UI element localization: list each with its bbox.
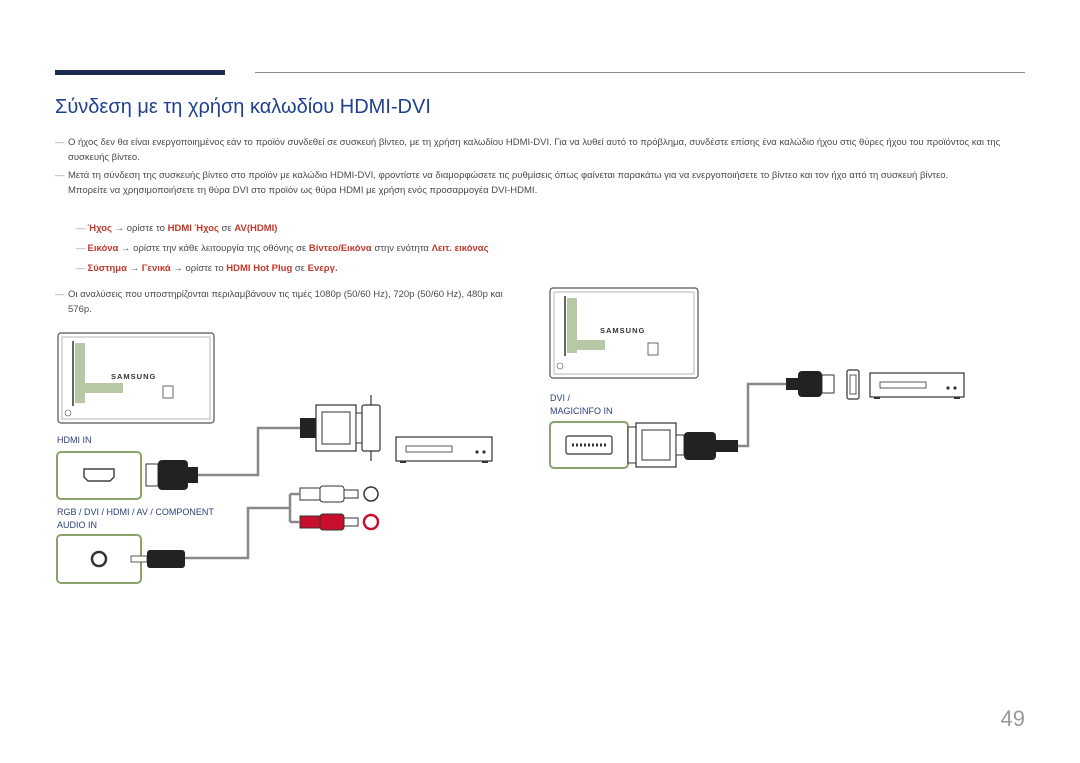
dvi-hdmi-cable: [738, 382, 786, 448]
audio-jack-plug: [130, 550, 185, 568]
setting-sound: ―Ήχος → ορίστε το HDMI Ήχος σε AV(HDMI): [76, 223, 278, 234]
setting-picture: ―Εικόνα → ορίστε την κάθε λειτουργία της…: [76, 243, 489, 254]
note-settings: ―Μετά τη σύνδεση της συσκευής βίντεο στο…: [55, 170, 949, 196]
hdmi-plug-left: [145, 460, 198, 490]
audio-cable: [184, 494, 292, 560]
dvi-plug-left: [300, 395, 381, 461]
hdmi-in-label: HDMI IN: [57, 435, 92, 445]
audio-in-port: [56, 534, 142, 584]
header-rule: [255, 72, 1025, 73]
dvi-plug-right: [627, 422, 685, 468]
svg-text:SAMSUNG: SAMSUNG: [600, 326, 645, 335]
monitor-right: SAMSUNG: [549, 287, 699, 379]
page-title: Σύνδεση με τη χρήση καλωδίου HDMI-DVI: [55, 96, 431, 118]
video-device-right: [869, 372, 965, 399]
dvi-in-port: [549, 421, 629, 469]
note-resolutions: ―Οι αναλύσεις που υποστηρίζονται περιλαμ…: [55, 289, 503, 315]
hdmi-plug-right-top: [786, 371, 835, 397]
monitor-left: SAMSUNG: [57, 332, 215, 424]
video-device-left: [395, 436, 493, 463]
dvi-label-2: MAGICINFO IN: [550, 406, 613, 416]
hdmi-dvi-cable: [198, 426, 300, 477]
dvi-label-1: DVI /: [550, 393, 571, 403]
rca-plugs: [299, 485, 380, 531]
header-accent-bar: [55, 70, 225, 75]
svg-text:SAMSUNG: SAMSUNG: [111, 372, 156, 381]
audio-label-1: RGB / DVI / HDMI / AV / COMPONENT: [57, 507, 214, 517]
hdmi-port-device: [846, 369, 860, 400]
setting-system: ―Σύστημα → Γενικά → ορίστε το HDMI Hot P…: [76, 263, 338, 274]
audio-label-2: AUDIO IN: [57, 520, 97, 530]
page-number: 49: [1000, 706, 1025, 731]
hdmi-plug-right-bottom: [684, 432, 738, 460]
hdmi-in-port: [56, 451, 142, 500]
note-audio: ―Ο ήχος δεν θα είναι ενεργοποιημένος εάν…: [55, 137, 1001, 163]
